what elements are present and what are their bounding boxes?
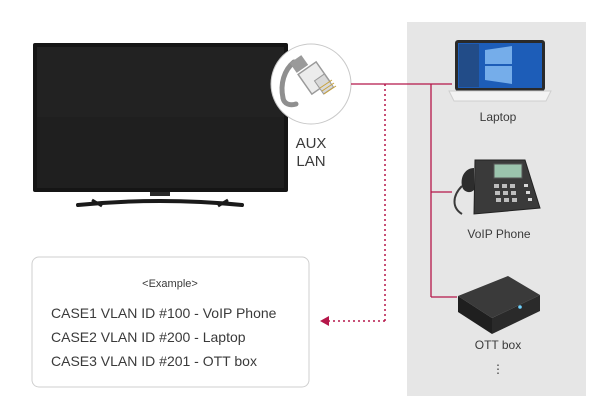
dotted-example-link	[328, 84, 386, 322]
example-box	[31, 256, 310, 388]
laptop-icon	[448, 40, 552, 102]
device-label-voip-phone: VoIP Phone	[467, 227, 530, 241]
port-label-aux: AUX	[296, 135, 327, 152]
port-label-lan: LAN	[296, 153, 325, 170]
voip-phone-icon	[453, 159, 541, 215]
device-label-ott-box: OTT box	[475, 338, 521, 352]
example-case-1: CASE1 VLAN ID #100 - VoIP Phone	[51, 305, 277, 321]
example-case-3: CASE3 VLAN ID #201 - OTT box	[51, 353, 257, 369]
lan-cable-icon	[270, 43, 352, 125]
more-devices-indicator: ⋮	[492, 362, 504, 376]
example-heading: <Example>	[142, 278, 198, 290]
connection-lines	[351, 83, 457, 298]
arrow-head	[320, 316, 329, 326]
example-case-2: CASE2 VLAN ID #200 - Laptop	[51, 329, 246, 345]
device-label-laptop: Laptop	[480, 110, 517, 124]
ott-box-icon	[458, 276, 540, 334]
tv	[33, 43, 288, 208]
